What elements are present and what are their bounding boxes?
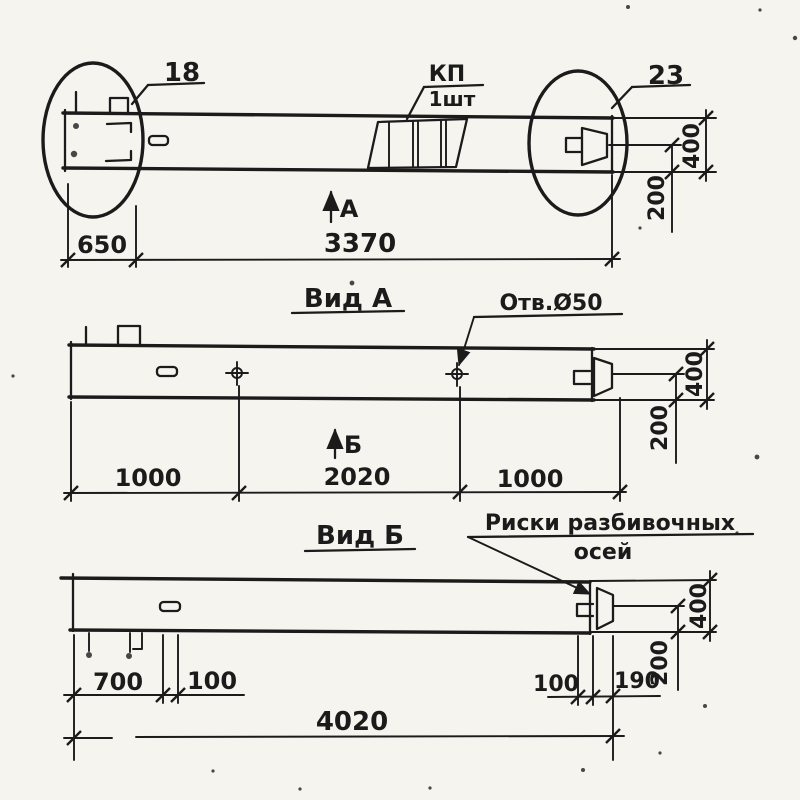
dim-100-right: 100	[533, 672, 579, 697]
detail-callout-ellipse-left	[41, 61, 145, 219]
dim-2020: 2020	[324, 463, 391, 491]
dim-200: 200	[648, 640, 673, 686]
embed-leader	[405, 85, 426, 121]
dimension-line	[60, 258, 621, 261]
plate-corner-bracket-bottom	[104, 149, 133, 163]
dim-700: 700	[93, 668, 143, 696]
dim-190: 190	[614, 669, 660, 694]
callout-right-leader	[610, 85, 634, 110]
dim-1000-left: 1000	[115, 464, 182, 492]
dim-100-left: 100	[187, 667, 237, 695]
anchor-slot	[158, 600, 182, 613]
view-a: Вид А Отв.Ø50 Б	[62, 284, 716, 502]
embed-plate-ladder	[366, 117, 469, 170]
section-letter-a: А	[340, 195, 359, 223]
keystone-mark	[595, 586, 615, 631]
note-underline	[466, 532, 755, 539]
anchor-slot	[155, 365, 179, 378]
plate-weld-dot	[73, 123, 79, 129]
dim-3370: 3370	[324, 229, 396, 259]
embed-underline	[422, 83, 485, 89]
embed-label: КП	[429, 62, 465, 87]
keystone-mark	[592, 356, 614, 398]
dim-200: 200	[648, 405, 673, 451]
edge-extension-top	[589, 579, 717, 582]
view-a-title-underline	[290, 309, 406, 315]
note-line2: осей	[574, 540, 633, 565]
hole-marker	[225, 361, 249, 386]
loop-mark-dot	[86, 652, 92, 658]
end-tab-outline	[572, 369, 592, 386]
end-tab-outline	[564, 136, 584, 154]
embed-qty: 1шт	[429, 87, 476, 111]
beam-bottom-edge	[67, 395, 596, 402]
callout-left-underline	[146, 81, 206, 87]
hole-label: Отв.Ø50	[499, 291, 602, 316]
beam-bottom-edge	[68, 628, 592, 635]
top-tab-outline	[116, 324, 142, 348]
view-b-title-underline	[303, 547, 417, 553]
plate-corner-bracket-top	[105, 121, 133, 134]
beam-bottom-edge	[61, 166, 615, 174]
beam-top-edge	[67, 343, 596, 351]
beam-top-edge	[59, 576, 592, 584]
dim-400: 400	[683, 351, 708, 397]
hole-label-underline	[472, 312, 624, 319]
dim-400: 400	[680, 123, 705, 169]
view-a-title: Вид А	[304, 284, 392, 314]
anchor-slot	[147, 134, 170, 147]
callout-left-leader	[130, 83, 150, 106]
dimension-line	[63, 491, 627, 494]
callout-right-underline	[630, 83, 692, 89]
plate-weld-dot	[70, 150, 78, 158]
top-view: 18 КП 1шт 23 А 650	[41, 58, 717, 269]
detail-callout-ellipse-right	[527, 69, 629, 217]
hole-marker	[445, 362, 469, 387]
scan-speckles	[11, 5, 798, 791]
dimension-line	[547, 695, 661, 698]
view-b-title: Вид Б	[316, 521, 404, 551]
beam-top-edge	[61, 111, 615, 120]
dimension-line-total	[63, 735, 625, 739]
section-letter-b: Б	[344, 431, 362, 459]
dim-4020: 4020	[316, 707, 388, 737]
view-b: Вид Б Риски разбивочных осей 700 100	[59, 511, 755, 761]
note-leader	[467, 536, 592, 595]
hole-label-leader	[456, 316, 475, 367]
loop-mark-bracket	[132, 632, 143, 650]
top-tab-outline	[108, 96, 130, 116]
end-tab-outline	[575, 602, 595, 618]
dim-1000-right: 1000	[497, 465, 564, 493]
dim-400: 400	[687, 583, 712, 629]
dim-650: 650	[77, 231, 127, 259]
loop-mark-dot	[126, 653, 132, 659]
keystone-mark	[580, 126, 609, 167]
note-line1: Риски разбивочных	[485, 511, 735, 536]
dim-200: 200	[645, 175, 670, 221]
